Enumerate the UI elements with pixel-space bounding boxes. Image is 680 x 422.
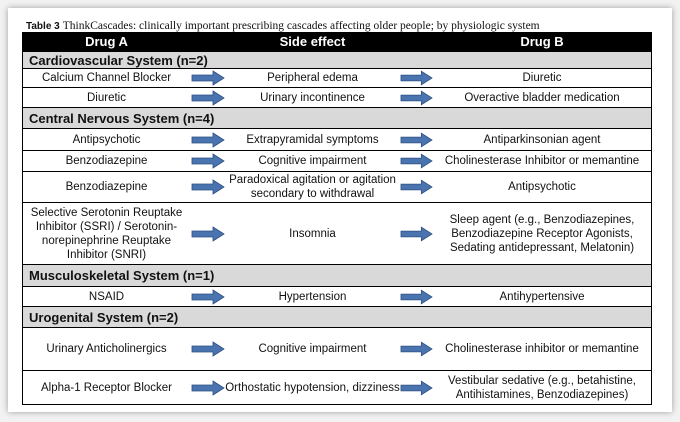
table-row: Alpha-1 Receptor Blocker Orthostatic hypo… <box>23 370 651 404</box>
column-header-side-effect: Side effect <box>279 34 346 49</box>
drug-a-cell: Benzodiazepine <box>65 155 148 167</box>
drug-a-cell: Antipsychotic <box>72 133 141 146</box>
arrow-right-icon <box>400 70 433 86</box>
drug-b-cell: Sleep agent (e.g., Benzodiazepines, Benz… <box>449 213 635 254</box>
arrow-right-icon <box>400 288 433 305</box>
table-header-row: Drug A Side effect Drug B <box>23 33 651 51</box>
table-row: Urinary Anticholinergics Cognitive impair… <box>23 327 651 370</box>
table-label: Table 3 <box>26 21 60 32</box>
drug-b-cell: Vestibular sedative (e.g., betahistine, … <box>448 374 636 401</box>
drug-a-cell: Selective Serotonin Reuptake Inhibitor (… <box>30 206 183 261</box>
side-effect-cell: Extrapyramidal symptoms <box>246 133 379 146</box>
drug-a-cell: Benzodiazepine <box>65 181 148 193</box>
table-row: Benzodiazepine Cognitive impairment Cholin… <box>23 150 651 171</box>
arrow-right-icon <box>400 379 433 396</box>
drug-a-cell: Diuretic <box>87 91 126 104</box>
table-row: Calcium Channel Blocker Peripheral edema D… <box>23 68 651 87</box>
drug-b-cell: Overactive bladder medication <box>464 91 620 104</box>
section-header: Central Nervous System (n=4) <box>23 107 651 128</box>
side-effect-cell: Hypertension <box>278 290 347 303</box>
column-header-drug-a: Drug A <box>85 34 128 49</box>
table-title: ThinkCascades: clinically important pres… <box>62 20 540 32</box>
drug-b-cell: Cholinesterase Inhibitor or memantine <box>444 155 640 167</box>
column-header-drug-b: Drug B <box>520 34 564 49</box>
drug-b-cell: Antipsychotic <box>508 181 576 193</box>
cascades-table: Drug A Side effect Drug B Cardiovascular… <box>22 32 652 405</box>
arrow-right-icon <box>190 288 225 305</box>
side-effect-cell: Urinary incontinence <box>260 91 365 104</box>
table-row: NSAID Hypertension Antihypertensive <box>23 286 651 306</box>
section-header: Urogenital System (n=2) <box>23 306 651 327</box>
arrow-right-icon <box>400 89 433 106</box>
side-effect-cell: Cognitive impairment <box>258 343 367 355</box>
drug-a-cell: Urinary Anticholinergics <box>46 343 167 355</box>
section-header: Cardiovascular System (n=2) <box>23 51 651 68</box>
arrow-right-icon <box>400 131 433 148</box>
drug-b-cell: Antihypertensive <box>499 290 585 303</box>
table-row: Diuretic Urinary incontinence Overactive b… <box>23 87 651 107</box>
drug-a-cell: Alpha-1 Receptor Blocker <box>40 381 173 394</box>
arrow-right-icon <box>400 341 433 357</box>
table-row: Benzodiazepine Paradoxical agitation or a… <box>23 171 651 202</box>
side-effect-cell: Insomnia <box>289 227 336 240</box>
side-effect-cell: Orthostatic hypotension, dizziness <box>225 381 400 394</box>
side-effect-cell: Paradoxical agitation or agitation secon… <box>229 174 396 200</box>
arrow-right-icon <box>190 153 225 169</box>
arrow-right-icon <box>190 179 225 195</box>
drug-b-cell: Antiparkinsonian agent <box>483 133 601 146</box>
drug-a-cell: Calcium Channel Blocker <box>41 72 172 84</box>
table-row: Selective Serotonin Reuptake Inhibitor (… <box>23 202 651 264</box>
side-effect-cell: Cognitive impairment <box>258 155 367 167</box>
drug-a-cell: NSAID <box>88 290 125 303</box>
arrow-right-icon <box>190 379 225 396</box>
arrow-right-icon <box>190 225 225 242</box>
section-header: Musculoskeletal System (n=1) <box>23 264 651 286</box>
arrow-right-icon <box>190 341 225 357</box>
drug-b-cell: Cholinesterase inhibitor or memantine <box>445 343 639 355</box>
side-effect-cell: Peripheral edema <box>267 72 358 84</box>
drug-b-cell: Diuretic <box>522 72 562 84</box>
arrow-right-icon <box>190 89 225 106</box>
arrow-right-icon <box>190 131 225 148</box>
table-row: Antipsychotic Extrapyramidal symptoms Anti… <box>23 128 651 150</box>
arrow-right-icon <box>400 225 433 242</box>
arrow-right-icon <box>400 179 433 195</box>
arrow-right-icon <box>400 153 433 169</box>
arrow-right-icon <box>190 70 225 86</box>
